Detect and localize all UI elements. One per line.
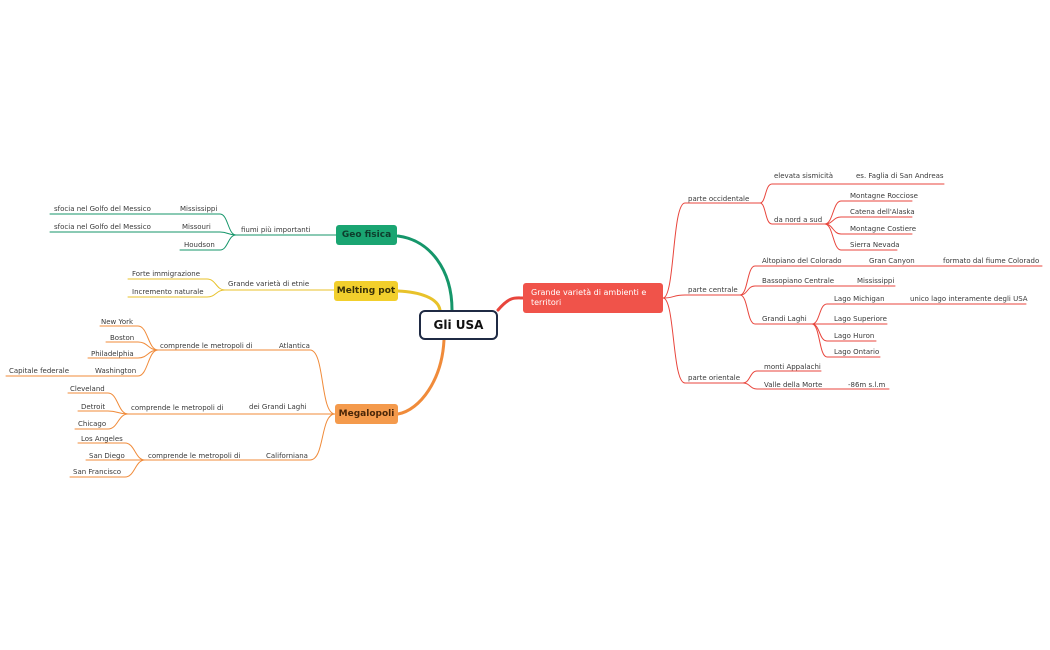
subtopic-lago[interactable]: Lago Michigan — [834, 295, 885, 303]
subtopic-city[interactable]: Cleveland — [70, 385, 105, 393]
subtopic-comprende[interactable]: comprende le metropoli di — [148, 452, 241, 460]
connector-ambienti — [496, 296, 525, 312]
subtopic-city[interactable]: San Francisco — [73, 468, 122, 476]
subtopic-city[interactable]: New York — [101, 318, 134, 326]
subtopic-comprende[interactable]: comprende le metropoli di — [160, 342, 253, 350]
subtopic-parte-centrale[interactable]: parte centrale — [688, 286, 738, 294]
subtopic-city[interactable]: Washington — [95, 367, 137, 375]
subtopic-city[interactable]: Philadelphia — [91, 350, 134, 358]
subtopic-lago[interactable]: Lago Superiore — [834, 315, 887, 323]
subtopic-foce[interactable]: sfocia nel Golfo del Messico — [54, 223, 151, 231]
subtopic-catena[interactable]: Montagne Rocciose — [850, 192, 918, 200]
subtopic-grandi-laghi-mega[interactable]: dei Grandi Laghi — [249, 403, 307, 411]
subtopic-appalachi[interactable]: monti Appalachi — [764, 363, 821, 371]
subtopic-lago[interactable]: Lago Huron — [834, 332, 875, 340]
subtopic-foce[interactable]: sfocia nel Golfo del Messico — [54, 205, 151, 213]
subtopic-city[interactable]: Chicago — [78, 420, 107, 428]
subtopic-catena[interactable]: Catena dell'Alaska — [850, 208, 915, 216]
subtopic-lago[interactable]: Lago Ontario — [834, 348, 880, 356]
subtopic-comprende[interactable]: comprende le metropoli di — [131, 404, 224, 412]
subtopic-quota[interactable]: -86m s.l.m — [848, 381, 886, 389]
subtopic-bassopiano[interactable]: Bassopiano Centrale — [762, 277, 835, 285]
topic-megalopoli[interactable]: Megalopoli — [335, 404, 398, 424]
subtopic-city[interactable]: San Diego — [89, 452, 125, 460]
subtopic-grand-canyon[interactable]: Gran Canyon — [869, 257, 915, 265]
subtopic-city[interactable]: Boston — [110, 334, 135, 342]
subtopic-atlantica[interactable]: Atlantica — [279, 342, 310, 350]
subtopic-city[interactable]: Los Angeles — [81, 435, 123, 443]
subtopic-faglia[interactable]: es. Faglia di San Andreas — [856, 172, 944, 180]
subtopic-fiume-colorado[interactable]: formato dal fiume Colorado — [943, 257, 1040, 265]
connector-mega — [396, 338, 446, 416]
root-node[interactable]: Gli USA — [419, 310, 498, 340]
subtopic-river[interactable]: Mississippi — [180, 205, 218, 213]
subtopic-michigan-note[interactable]: unico lago interamente degli USA — [910, 295, 1028, 303]
subtopic-immigrazione[interactable]: Forte immigrazione — [132, 270, 200, 278]
subtopic-river[interactable]: Houdson — [184, 241, 215, 249]
topic-ambienti[interactable]: Grande varietà di ambienti e territori — [523, 283, 663, 313]
subtopic-fiumi[interactable]: fiumi più importanti — [241, 226, 311, 234]
subtopic-incremento[interactable]: Incremento naturale — [132, 288, 204, 296]
subtopic-river[interactable]: Missouri — [182, 223, 211, 231]
subtopic-catena[interactable]: Sierra Nevada — [850, 241, 900, 249]
subtopic-etnie[interactable]: Grande varietà di etnie — [228, 280, 310, 288]
subtopic-catena[interactable]: Montagne Costiere — [850, 225, 917, 233]
subtopic-capitale[interactable]: Capitale federale — [9, 367, 70, 375]
topic-melting-pot[interactable]: Melting pot — [334, 281, 398, 301]
subtopic-valle-morte[interactable]: Valle della Morte — [764, 381, 823, 389]
subtopic-altopiano[interactable]: Altopiano del Colorado — [762, 257, 842, 265]
subtopic-nord-sud[interactable]: da nord a sud — [774, 216, 823, 224]
topic-geo-fisica[interactable]: Geo fisica — [336, 225, 397, 245]
connector-melting — [396, 289, 442, 312]
connector-geo — [396, 234, 454, 312]
subtopic-californiana[interactable]: Californiana — [266, 452, 308, 460]
subtopic-parte-occidentale[interactable]: parte occidentale — [688, 195, 750, 203]
subtopic-parte-orientale[interactable]: parte orientale — [688, 374, 741, 382]
subtopic-mississippi[interactable]: Mississippi — [857, 277, 895, 285]
subtopic-grandi-laghi[interactable]: Grandi Laghi — [762, 315, 807, 323]
subtopic-sismicita[interactable]: elevata sismicità — [774, 172, 834, 180]
subtopic-city[interactable]: Detroit — [81, 403, 106, 411]
